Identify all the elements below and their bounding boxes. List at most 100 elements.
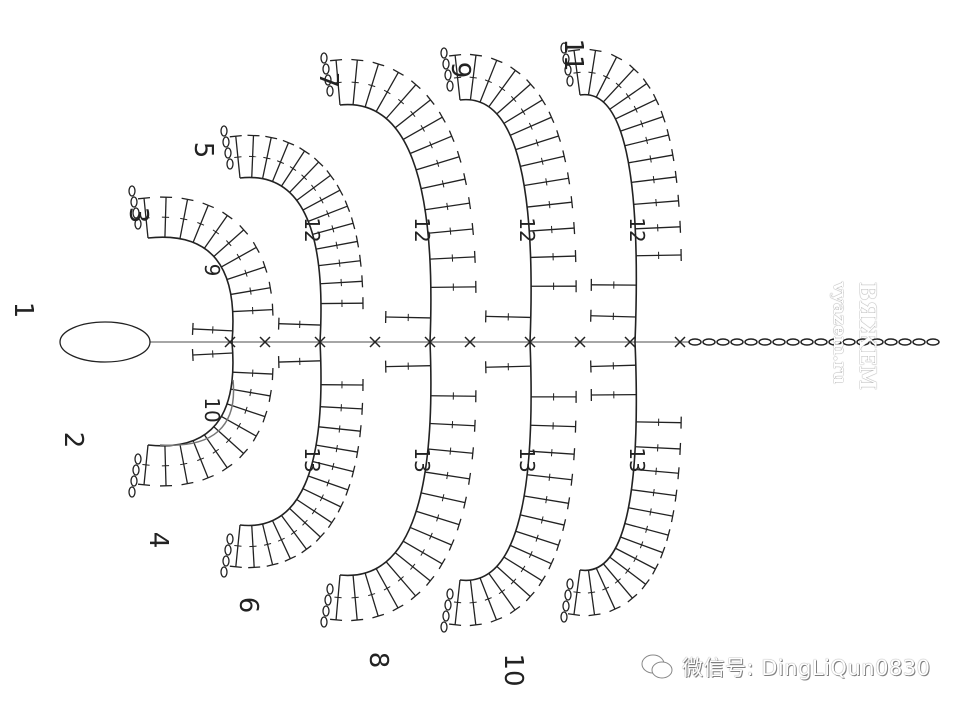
row-number-label: 6: [233, 597, 263, 614]
stitch-bar: [249, 287, 252, 295]
stitch-bar: [587, 591, 596, 594]
stitch-count-upper: 12: [625, 217, 649, 242]
stitch-bar: [441, 494, 445, 502]
stitch-bar: [335, 241, 338, 249]
stitch-bar: [244, 406, 248, 414]
stitch-top: [426, 94, 435, 105]
stitch-bar: [234, 545, 242, 547]
stitch-top: [471, 447, 475, 460]
stitch-count-upper: 12: [410, 217, 434, 242]
stitch-count-lower: 13: [300, 447, 324, 472]
stitch-top: [556, 130, 562, 142]
stitch-bar: [602, 75, 610, 80]
stitch-top: [326, 170, 335, 181]
row-number-label: 5: [188, 142, 218, 159]
row-arc: [579, 93, 638, 343]
stitch-bar: [410, 110, 416, 117]
stitch-top: [336, 184, 344, 196]
stitch-top: [456, 150, 462, 163]
stitch-bar: [540, 157, 544, 165]
chain-stitch: [730, 338, 744, 346]
turning-chain: [562, 600, 570, 612]
stitch-bar: [249, 388, 252, 397]
stitch-top: [410, 80, 421, 90]
stitch-bar: [602, 586, 610, 591]
stitch-top: [490, 617, 503, 623]
row-number-label: 10: [498, 653, 528, 686]
stitch-top: [456, 518, 462, 531]
row-number-label: 11: [558, 38, 588, 71]
stitch-bar: [645, 525, 648, 533]
stitch-top: [271, 303, 274, 316]
chain-stitch: [842, 338, 856, 346]
stitch-bar: [263, 543, 272, 546]
chain-stitch: [744, 338, 758, 346]
turning-chain: [132, 207, 140, 219]
stitch-bar: [334, 596, 342, 599]
stitch-top: [666, 529, 671, 542]
stitch-bar: [548, 200, 551, 209]
turning-chain: [128, 185, 136, 197]
stitch-top: [361, 275, 364, 288]
chain-stitch: [772, 338, 786, 346]
stitch-top: [490, 57, 503, 64]
stitch-bar: [615, 82, 622, 89]
stitch-top: [265, 135, 278, 140]
stitch-bar: [225, 437, 232, 444]
stitch-bar: [331, 462, 335, 471]
stitch-top: [315, 532, 325, 542]
stitch-top: [509, 605, 521, 614]
row-number-label: 9: [445, 62, 475, 79]
stitch-top: [359, 425, 362, 438]
stitch-top: [562, 150, 567, 163]
stitch-bar: [655, 467, 657, 475]
stitch-top: [538, 94, 547, 106]
stitch-bar: [573, 591, 581, 594]
stitch-top: [449, 53, 462, 57]
stitch-top: [468, 472, 472, 485]
turning-chain: [226, 158, 234, 170]
stitch-top: [548, 111, 555, 123]
stitch-top: [562, 519, 567, 532]
stitch-top: [679, 220, 682, 233]
stitch-top: [351, 465, 356, 478]
stitch-bar: [441, 180, 445, 188]
stitch-top: [510, 66, 521, 75]
stitch-bar: [351, 81, 359, 84]
chain-stitch: [912, 338, 926, 346]
stitch-top: [570, 473, 574, 486]
row-arc: [339, 103, 432, 343]
turning-chain: [324, 594, 332, 606]
turning-chain: [446, 80, 454, 92]
stitch-bar: [469, 601, 477, 604]
stitch-bar: [335, 444, 338, 453]
stitch-bar: [212, 448, 220, 454]
stitch-top: [222, 211, 233, 220]
stitch-bar: [368, 83, 376, 88]
stitch-top: [191, 348, 194, 361]
stitch-top: [266, 562, 279, 567]
stitch-bar: [510, 578, 517, 585]
stitch-top: [570, 196, 574, 209]
stitch-bar: [263, 156, 271, 160]
turning-chain: [326, 583, 334, 595]
stitch-top: [372, 613, 385, 619]
stitch-bar: [449, 447, 452, 455]
stitch-bar: [197, 222, 205, 226]
stitch-top: [327, 517, 336, 529]
stitch-bar: [197, 457, 205, 462]
turning-chain: [224, 544, 232, 556]
single-crochet-mark: [574, 336, 586, 348]
stitch-top: [548, 557, 555, 570]
turning-chain: [320, 52, 328, 64]
stitch-top: [525, 591, 535, 602]
row-number-label: 2: [58, 432, 88, 449]
stitch-top: [567, 613, 580, 617]
stitch-top: [670, 510, 675, 523]
stitch-top: [588, 613, 601, 617]
stitch-bar: [436, 159, 440, 167]
stitch-bar: [498, 589, 506, 595]
stitch-top: [191, 322, 194, 335]
stitch-bar: [649, 155, 652, 163]
stitch-bar: [368, 593, 376, 597]
